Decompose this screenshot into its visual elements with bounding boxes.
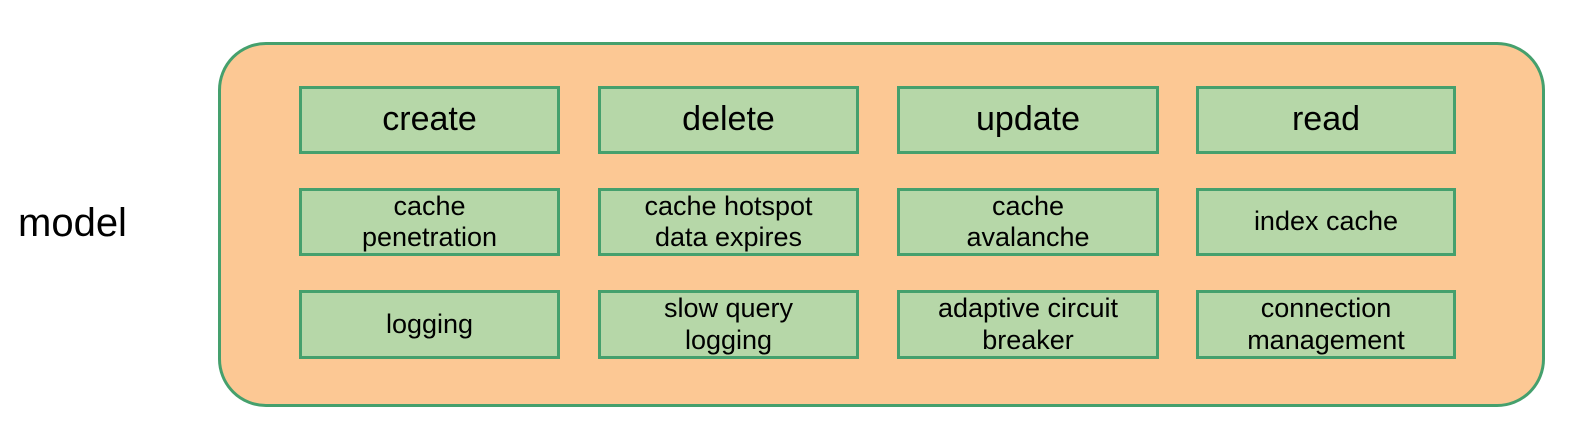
node-cache-penetration[interactable]: cache penetration	[299, 188, 560, 256]
node-cache-hotspot-data-expires[interactable]: cache hotspot data expires	[598, 188, 859, 256]
node-slow-query-logging-label: slow query logging	[663, 293, 794, 355]
node-index-cache-label: index cache	[1253, 206, 1399, 237]
node-update[interactable]: update	[897, 86, 1159, 154]
node-index-cache[interactable]: index cache	[1196, 188, 1456, 256]
node-create[interactable]: create	[299, 86, 560, 154]
node-connection-management[interactable]: connection management	[1196, 290, 1456, 359]
node-logging[interactable]: logging	[299, 290, 560, 359]
node-logging-label: logging	[385, 308, 474, 339]
node-adaptive-circuit-breaker-label: adaptive circuit breaker	[937, 293, 1119, 355]
node-create-label: create	[382, 100, 477, 139]
node-update-label: update	[976, 100, 1080, 139]
node-cache-avalanche[interactable]: cache avalanche	[897, 188, 1159, 256]
node-delete[interactable]: delete	[598, 86, 859, 154]
model-group-label: model	[18, 201, 127, 245]
node-connection-management-label: connection management	[1247, 293, 1405, 355]
node-read[interactable]: read	[1196, 86, 1456, 154]
node-cache-hotspot-data-expires-label: cache hotspot data expires	[644, 190, 813, 252]
node-adaptive-circuit-breaker[interactable]: adaptive circuit breaker	[897, 290, 1159, 359]
node-delete-label: delete	[682, 100, 775, 139]
node-cache-penetration-label: cache penetration	[361, 190, 498, 252]
node-slow-query-logging[interactable]: slow query logging	[598, 290, 859, 359]
node-read-label: read	[1291, 100, 1361, 139]
node-cache-avalanche-label: cache avalanche	[966, 190, 1090, 252]
